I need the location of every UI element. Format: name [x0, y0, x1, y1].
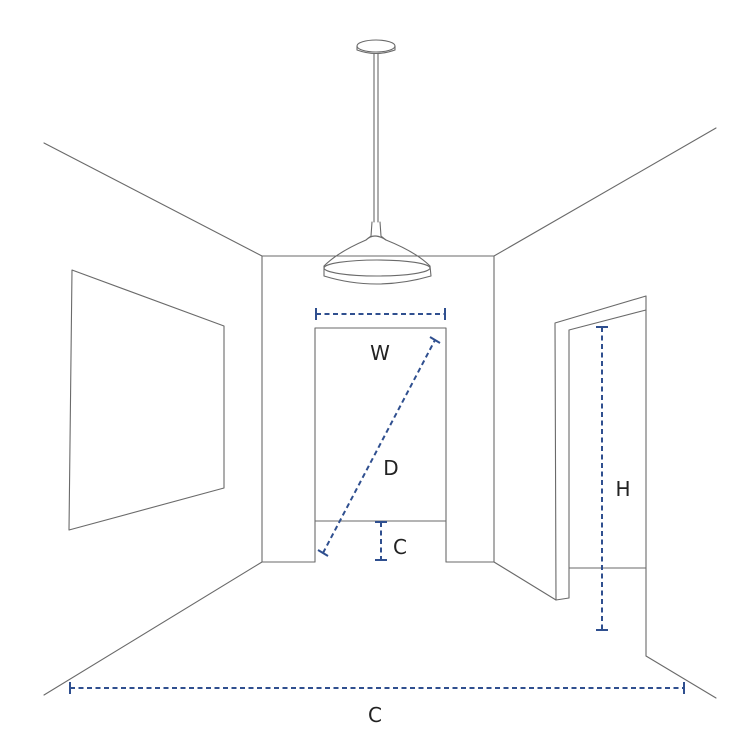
dimension-width: [315, 308, 446, 320]
floor-edge-left: [43, 561, 263, 696]
height-label: H: [615, 477, 630, 501]
dimension-height: [596, 326, 608, 631]
lamp-shade: [323, 235, 432, 285]
floor-edge-right-b: [645, 655, 717, 699]
back-wall: [261, 255, 495, 563]
diagonal-tick-top: [429, 336, 441, 344]
ceiling-lines: [43, 127, 717, 257]
lamp-canopy-side: [356, 45, 396, 55]
doorway: [554, 295, 647, 657]
diagonal-dimension-line: [322, 339, 436, 554]
diagonal-tick-bottom: [317, 549, 329, 557]
diagonal-label: D: [383, 456, 398, 480]
room-width-label: C: [368, 703, 382, 727]
door-frame-outer: [554, 295, 647, 657]
clearance-label: C: [393, 535, 407, 559]
floor-lines: [43, 561, 717, 699]
ceiling-edge-right: [493, 127, 717, 257]
door-frame-bottom: [555, 597, 570, 601]
ceiling-edge-left: [43, 142, 263, 257]
floor-edge-right-a: [493, 561, 557, 601]
pendant-lamp-icon: [323, 39, 432, 285]
lamp-shade-rim: [323, 259, 431, 277]
lamp-canopy-top: [356, 39, 396, 53]
door-frame-inner: [568, 309, 647, 599]
dimension-diagonal: [317, 336, 441, 557]
recess-outline: [314, 327, 447, 563]
width-label: W: [370, 341, 390, 365]
dimension-room-width: [69, 682, 685, 694]
wall-picture-frame: [68, 269, 225, 531]
dimension-clearance: [375, 521, 387, 561]
